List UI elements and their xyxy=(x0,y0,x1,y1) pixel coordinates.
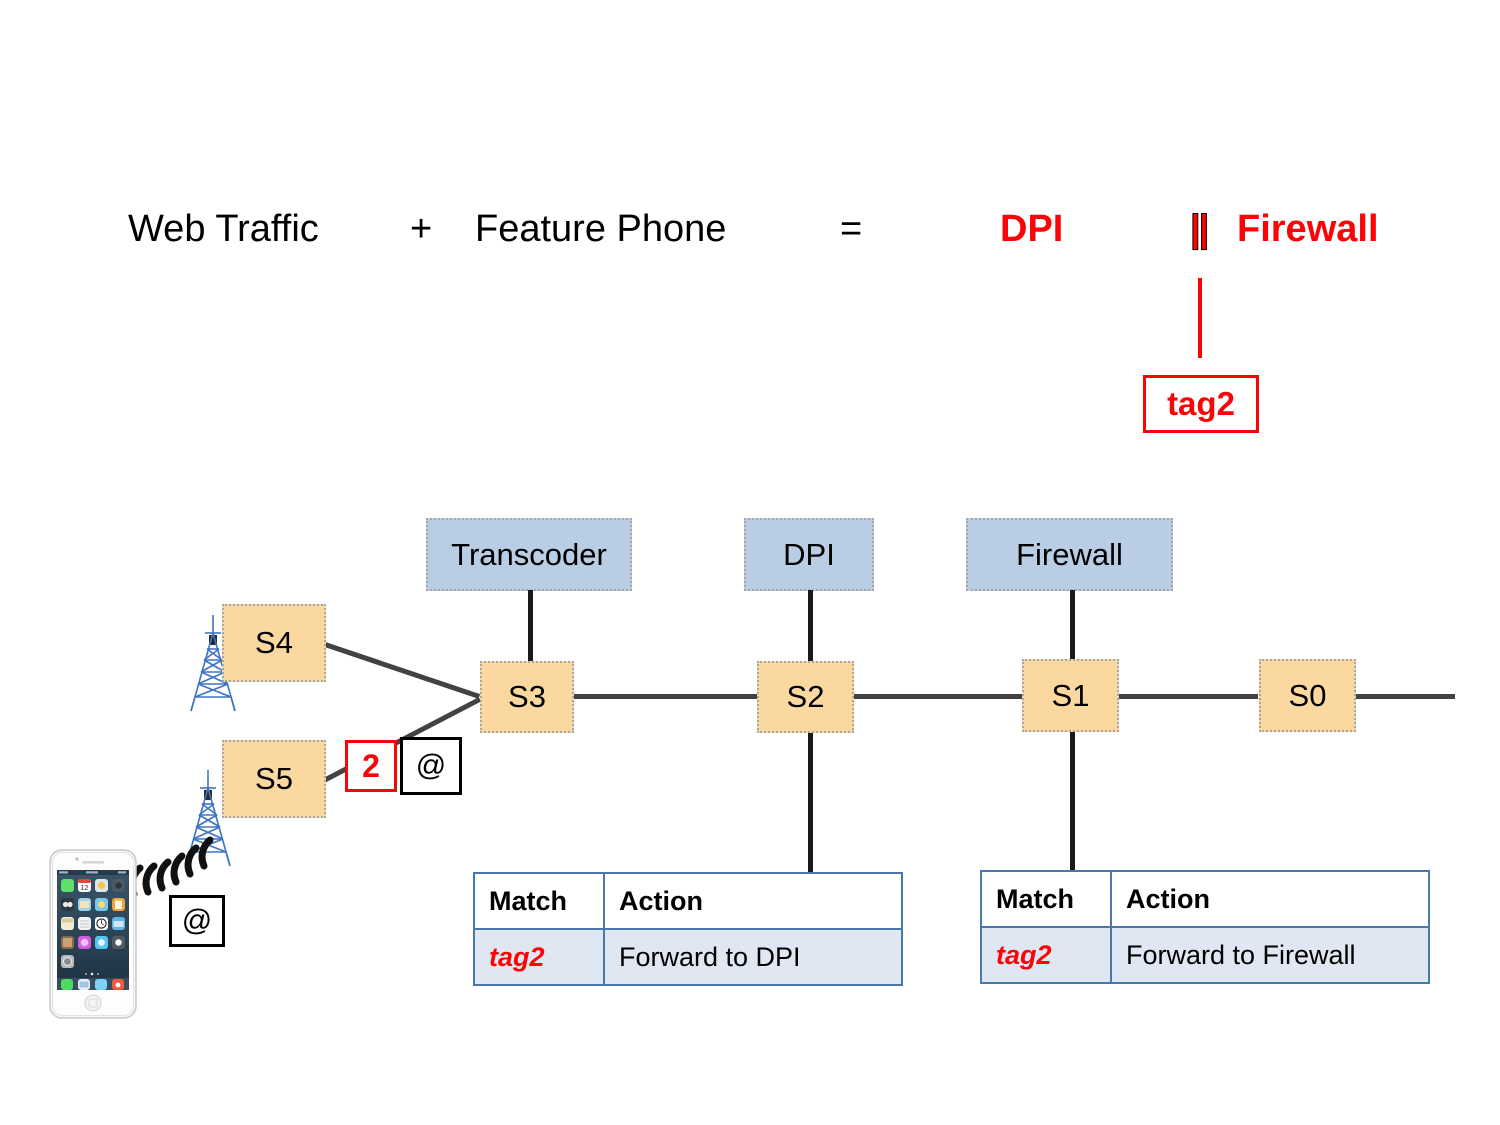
link-s2-s1 xyxy=(850,694,1030,699)
cell-action: Forward to Firewall xyxy=(1110,926,1430,984)
at-symbol-link-marker: @ xyxy=(400,737,462,795)
cell-match-tag: tag2 xyxy=(473,928,605,986)
link-transcoder-s3 xyxy=(528,590,533,665)
link-dpi-s2 xyxy=(808,590,813,665)
equation-term-web-traffic: Web Traffic xyxy=(128,208,319,250)
column-header-match: Match xyxy=(980,870,1112,928)
smartphone-icon: 12 xyxy=(49,849,137,1019)
switch-s2[interactable]: S2 xyxy=(757,661,854,733)
link-s0-egress xyxy=(1355,694,1455,699)
link-firewall-s1 xyxy=(1070,590,1075,665)
flow-table-header-row: Match Action xyxy=(980,870,1430,928)
tag2-callout-box: tag2 xyxy=(1143,375,1259,433)
table-row: tag2 Forward to DPI xyxy=(473,928,903,986)
switch-s3[interactable]: S3 xyxy=(480,661,574,733)
switch-s1[interactable]: S1 xyxy=(1022,659,1119,732)
cell-tower-icon-upper xyxy=(190,615,236,712)
middlebox-firewall[interactable]: Firewall xyxy=(966,518,1173,591)
at-symbol-phone-marker: @ xyxy=(169,895,225,947)
cell-match-tag: tag2 xyxy=(980,926,1112,984)
switch-s5[interactable]: S5 xyxy=(222,740,326,818)
cell-tower-icon-lower xyxy=(185,770,231,867)
equation-operator-parallel: || xyxy=(1189,208,1209,250)
switch-s4[interactable]: S4 xyxy=(222,604,326,682)
link-s2-flowtable xyxy=(808,730,813,880)
equation-term-firewall: Firewall xyxy=(1237,208,1379,250)
link-s3-s2 xyxy=(570,694,765,699)
flow-table-s2: Match Action tag2 Forward to DPI xyxy=(473,872,903,986)
link-s1-flowtable xyxy=(1070,730,1075,878)
equation-term-feature-phone: Feature Phone xyxy=(475,208,727,250)
column-header-action: Action xyxy=(603,872,903,930)
tag-callout-connector xyxy=(1198,278,1202,358)
equation-operator-plus: + xyxy=(410,208,433,250)
svg-text:12: 12 xyxy=(81,885,89,892)
equation-operator-equals: = xyxy=(840,208,863,250)
table-row: tag2 Forward to Firewall xyxy=(980,926,1430,984)
column-header-action: Action xyxy=(1110,870,1430,928)
flow-table-header-row: Match Action xyxy=(473,872,903,930)
tag-number-marker: 2 xyxy=(345,740,397,792)
link-s1-s0 xyxy=(1118,694,1258,699)
flow-table-s1: Match Action tag2 Forward to Firewall xyxy=(980,870,1430,984)
switch-s0[interactable]: S0 xyxy=(1259,659,1356,732)
middlebox-dpi[interactable]: DPI xyxy=(744,518,874,591)
column-header-match: Match xyxy=(473,872,605,930)
equation-term-dpi: DPI xyxy=(1000,208,1064,250)
cell-action: Forward to DPI xyxy=(603,928,903,986)
middlebox-transcoder[interactable]: Transcoder xyxy=(426,518,632,591)
link-s4-s3 xyxy=(321,641,481,699)
